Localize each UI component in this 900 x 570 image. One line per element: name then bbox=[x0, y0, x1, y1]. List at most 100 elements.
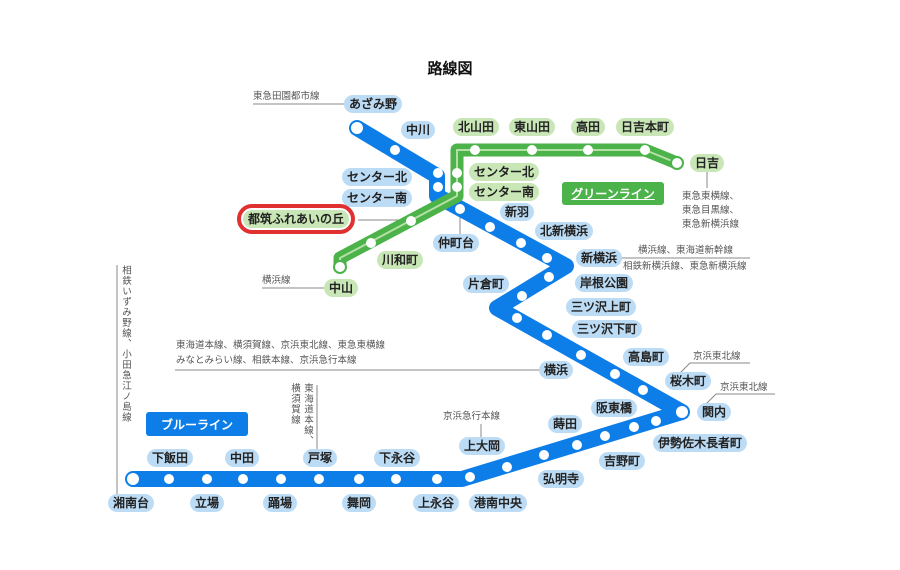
station-center-minami-green[interactable]: センター南 bbox=[468, 183, 540, 201]
green-station-dot[interactable] bbox=[583, 145, 593, 155]
station-odoriba[interactable]: 踊場 bbox=[262, 494, 298, 512]
green-station-dot[interactable] bbox=[333, 260, 347, 274]
transfer-note-kannai: 京浜東北線 bbox=[720, 382, 768, 393]
station-kita-shin-yokohama[interactable]: 北新横浜 bbox=[534, 222, 594, 240]
green-station-dot[interactable] bbox=[640, 145, 650, 155]
green-station-dot[interactable] bbox=[527, 145, 537, 155]
blue-station-dot[interactable] bbox=[390, 145, 400, 155]
station-kannai[interactable]: 関内 bbox=[696, 403, 732, 421]
green-station-dot[interactable] bbox=[366, 238, 376, 248]
station-nakagawa[interactable]: 中川 bbox=[400, 121, 436, 139]
station-azamino[interactable]: あざみ野 bbox=[343, 95, 403, 113]
green-station-dot[interactable] bbox=[670, 156, 684, 170]
transfer-note-totsuka-1: 東海道本線、 bbox=[302, 383, 313, 446]
blue-station-dot[interactable] bbox=[502, 462, 512, 472]
station-katakuracho[interactable]: 片倉町 bbox=[462, 275, 510, 293]
station-shimoiida[interactable]: 下飯田 bbox=[146, 449, 194, 467]
station-shonandai[interactable]: 湘南台 bbox=[107, 494, 155, 512]
transfer-note-shin-yokohama-2: 相鉄新横浜線、東急新横浜線 bbox=[623, 261, 747, 272]
station-isezakichojamachi[interactable]: 伊勢佐木長者町 bbox=[652, 434, 748, 452]
blue-station-dot[interactable] bbox=[539, 450, 549, 460]
green-station-dot[interactable] bbox=[452, 168, 462, 178]
station-mitsuzawa-shimocho[interactable]: 三ツ沢下町 bbox=[571, 320, 643, 338]
station-nippa[interactable]: 新羽 bbox=[499, 203, 535, 221]
blue-station-dot[interactable] bbox=[638, 385, 648, 395]
station-kamiooka[interactable]: 上大岡 bbox=[458, 437, 506, 455]
station-higashiyamata[interactable]: 東山田 bbox=[508, 118, 556, 136]
station-hiyoshi[interactable]: 日吉 bbox=[689, 154, 725, 172]
blue-station-dot[interactable] bbox=[572, 440, 582, 450]
station-center-kita-green[interactable]: センター北 bbox=[468, 163, 540, 181]
blue-station-dot[interactable] bbox=[202, 474, 212, 484]
blue-station-dot[interactable] bbox=[516, 238, 526, 248]
transfer-note-azamino: 東急田園都市線 bbox=[253, 91, 320, 102]
station-hiyoshi-honcho[interactable]: 日吉本町 bbox=[615, 118, 675, 136]
blue-station-dot[interactable] bbox=[485, 222, 495, 232]
green-station-dot[interactable] bbox=[470, 145, 480, 155]
station-tateba[interactable]: 立場 bbox=[189, 494, 225, 512]
station-mitsuzawa-kamicho[interactable]: 三ツ沢上町 bbox=[565, 298, 637, 316]
blue-station-dot[interactable] bbox=[512, 313, 522, 323]
blue-station-dot[interactable] bbox=[314, 474, 324, 484]
station-kawawacho[interactable]: 川和町 bbox=[376, 251, 424, 269]
blue-station-dot[interactable] bbox=[651, 416, 661, 426]
blue-station-dot[interactable] bbox=[542, 330, 552, 340]
blue-station-dot[interactable] bbox=[127, 473, 139, 485]
blue-station-dot[interactable] bbox=[544, 272, 554, 282]
blue-station-dot[interactable] bbox=[600, 431, 610, 441]
blue-station-dot[interactable] bbox=[433, 182, 443, 192]
transfer-note-nakayama: 横浜線 bbox=[262, 275, 291, 286]
station-yoshinocho[interactable]: 吉野町 bbox=[598, 452, 646, 470]
station-kishine-koen[interactable]: 岸根公園 bbox=[574, 274, 634, 292]
leader-line bbox=[679, 362, 750, 374]
blue-station-dot[interactable] bbox=[517, 291, 527, 301]
blue-station-dot[interactable] bbox=[432, 474, 442, 484]
transfer-note-hiyoshi-1: 東急東横線、 bbox=[682, 191, 740, 202]
station-maioka[interactable]: 舞岡 bbox=[341, 494, 377, 512]
station-konan-chuo[interactable]: 港南中央 bbox=[468, 494, 528, 512]
blue-station-dot[interactable] bbox=[629, 422, 639, 432]
station-shin-yokohama[interactable]: 新横浜 bbox=[575, 249, 623, 267]
transfer-note-hiyoshi-3: 東急新横浜線 bbox=[682, 219, 740, 230]
station-kitayamata[interactable]: 北山田 bbox=[452, 118, 500, 136]
blue-station-dot[interactable] bbox=[576, 350, 586, 360]
blue-station-dot[interactable] bbox=[391, 474, 401, 484]
blue-station-dot[interactable] bbox=[676, 406, 688, 418]
blue-station-dot[interactable] bbox=[610, 369, 620, 379]
station-tsuzuki-fureai-no-oka-highlighted[interactable]: 都筑ふれあいの丘 bbox=[236, 204, 356, 234]
green-station-dot[interactable] bbox=[452, 182, 462, 192]
transfer-note-kamiooka: 京浜急行本線 bbox=[443, 411, 501, 422]
station-takata[interactable]: 高田 bbox=[570, 118, 606, 136]
blue-station-dot[interactable] bbox=[164, 474, 174, 484]
station-kaminagaya[interactable]: 上永谷 bbox=[412, 494, 460, 512]
station-bandobashi[interactable]: 阪東橋 bbox=[590, 399, 638, 417]
blue-station-dot[interactable] bbox=[455, 204, 465, 214]
blue-station-dot[interactable] bbox=[354, 474, 364, 484]
station-maita[interactable]: 蒔田 bbox=[547, 415, 583, 433]
blue-station-dot[interactable] bbox=[542, 253, 552, 263]
station-nakamachidai[interactable]: 仲町台 bbox=[432, 234, 480, 252]
station-nakada[interactable]: 中田 bbox=[224, 449, 260, 467]
station-takashimacho[interactable]: 高島町 bbox=[622, 348, 670, 366]
station-sakuragicho[interactable]: 桜木町 bbox=[664, 372, 712, 390]
blue-station-dot[interactable] bbox=[238, 474, 248, 484]
station-totsuka[interactable]: 戸塚 bbox=[302, 449, 338, 467]
blue-station-dot[interactable] bbox=[351, 122, 363, 134]
station-center-kita-blue[interactable]: センター北 bbox=[341, 168, 413, 186]
blue-station-dot[interactable] bbox=[433, 168, 443, 178]
station-nakayama[interactable]: 中山 bbox=[323, 279, 359, 297]
transfer-note-yokohama-2: みなとみらい線、相鉄本線、京浜急行本線 bbox=[176, 355, 357, 366]
station-gumyoji[interactable]: 弘明寺 bbox=[537, 470, 585, 488]
blue-station-dot[interactable] bbox=[465, 472, 475, 482]
blue-line-label[interactable]: ブルーライン bbox=[146, 412, 248, 436]
green-line-label-text: グリーンライン bbox=[571, 187, 655, 201]
station-center-minami-blue[interactable]: センター南 bbox=[341, 189, 413, 207]
station-yokohama[interactable]: 横浜 bbox=[538, 361, 574, 379]
transfer-note-shin-yokohama-1: 横浜線、東海道新幹線 bbox=[638, 245, 734, 256]
transfer-note-yokohama-1: 東海道本線、横須賀線、京浜東北線、東急東横線 bbox=[176, 340, 386, 351]
station-shimonagaya[interactable]: 下永谷 bbox=[373, 449, 421, 467]
green-line-label[interactable]: グリーンライン bbox=[562, 182, 664, 205]
green-station-dot[interactable] bbox=[406, 216, 416, 226]
blue-station-dot[interactable] bbox=[276, 474, 286, 484]
